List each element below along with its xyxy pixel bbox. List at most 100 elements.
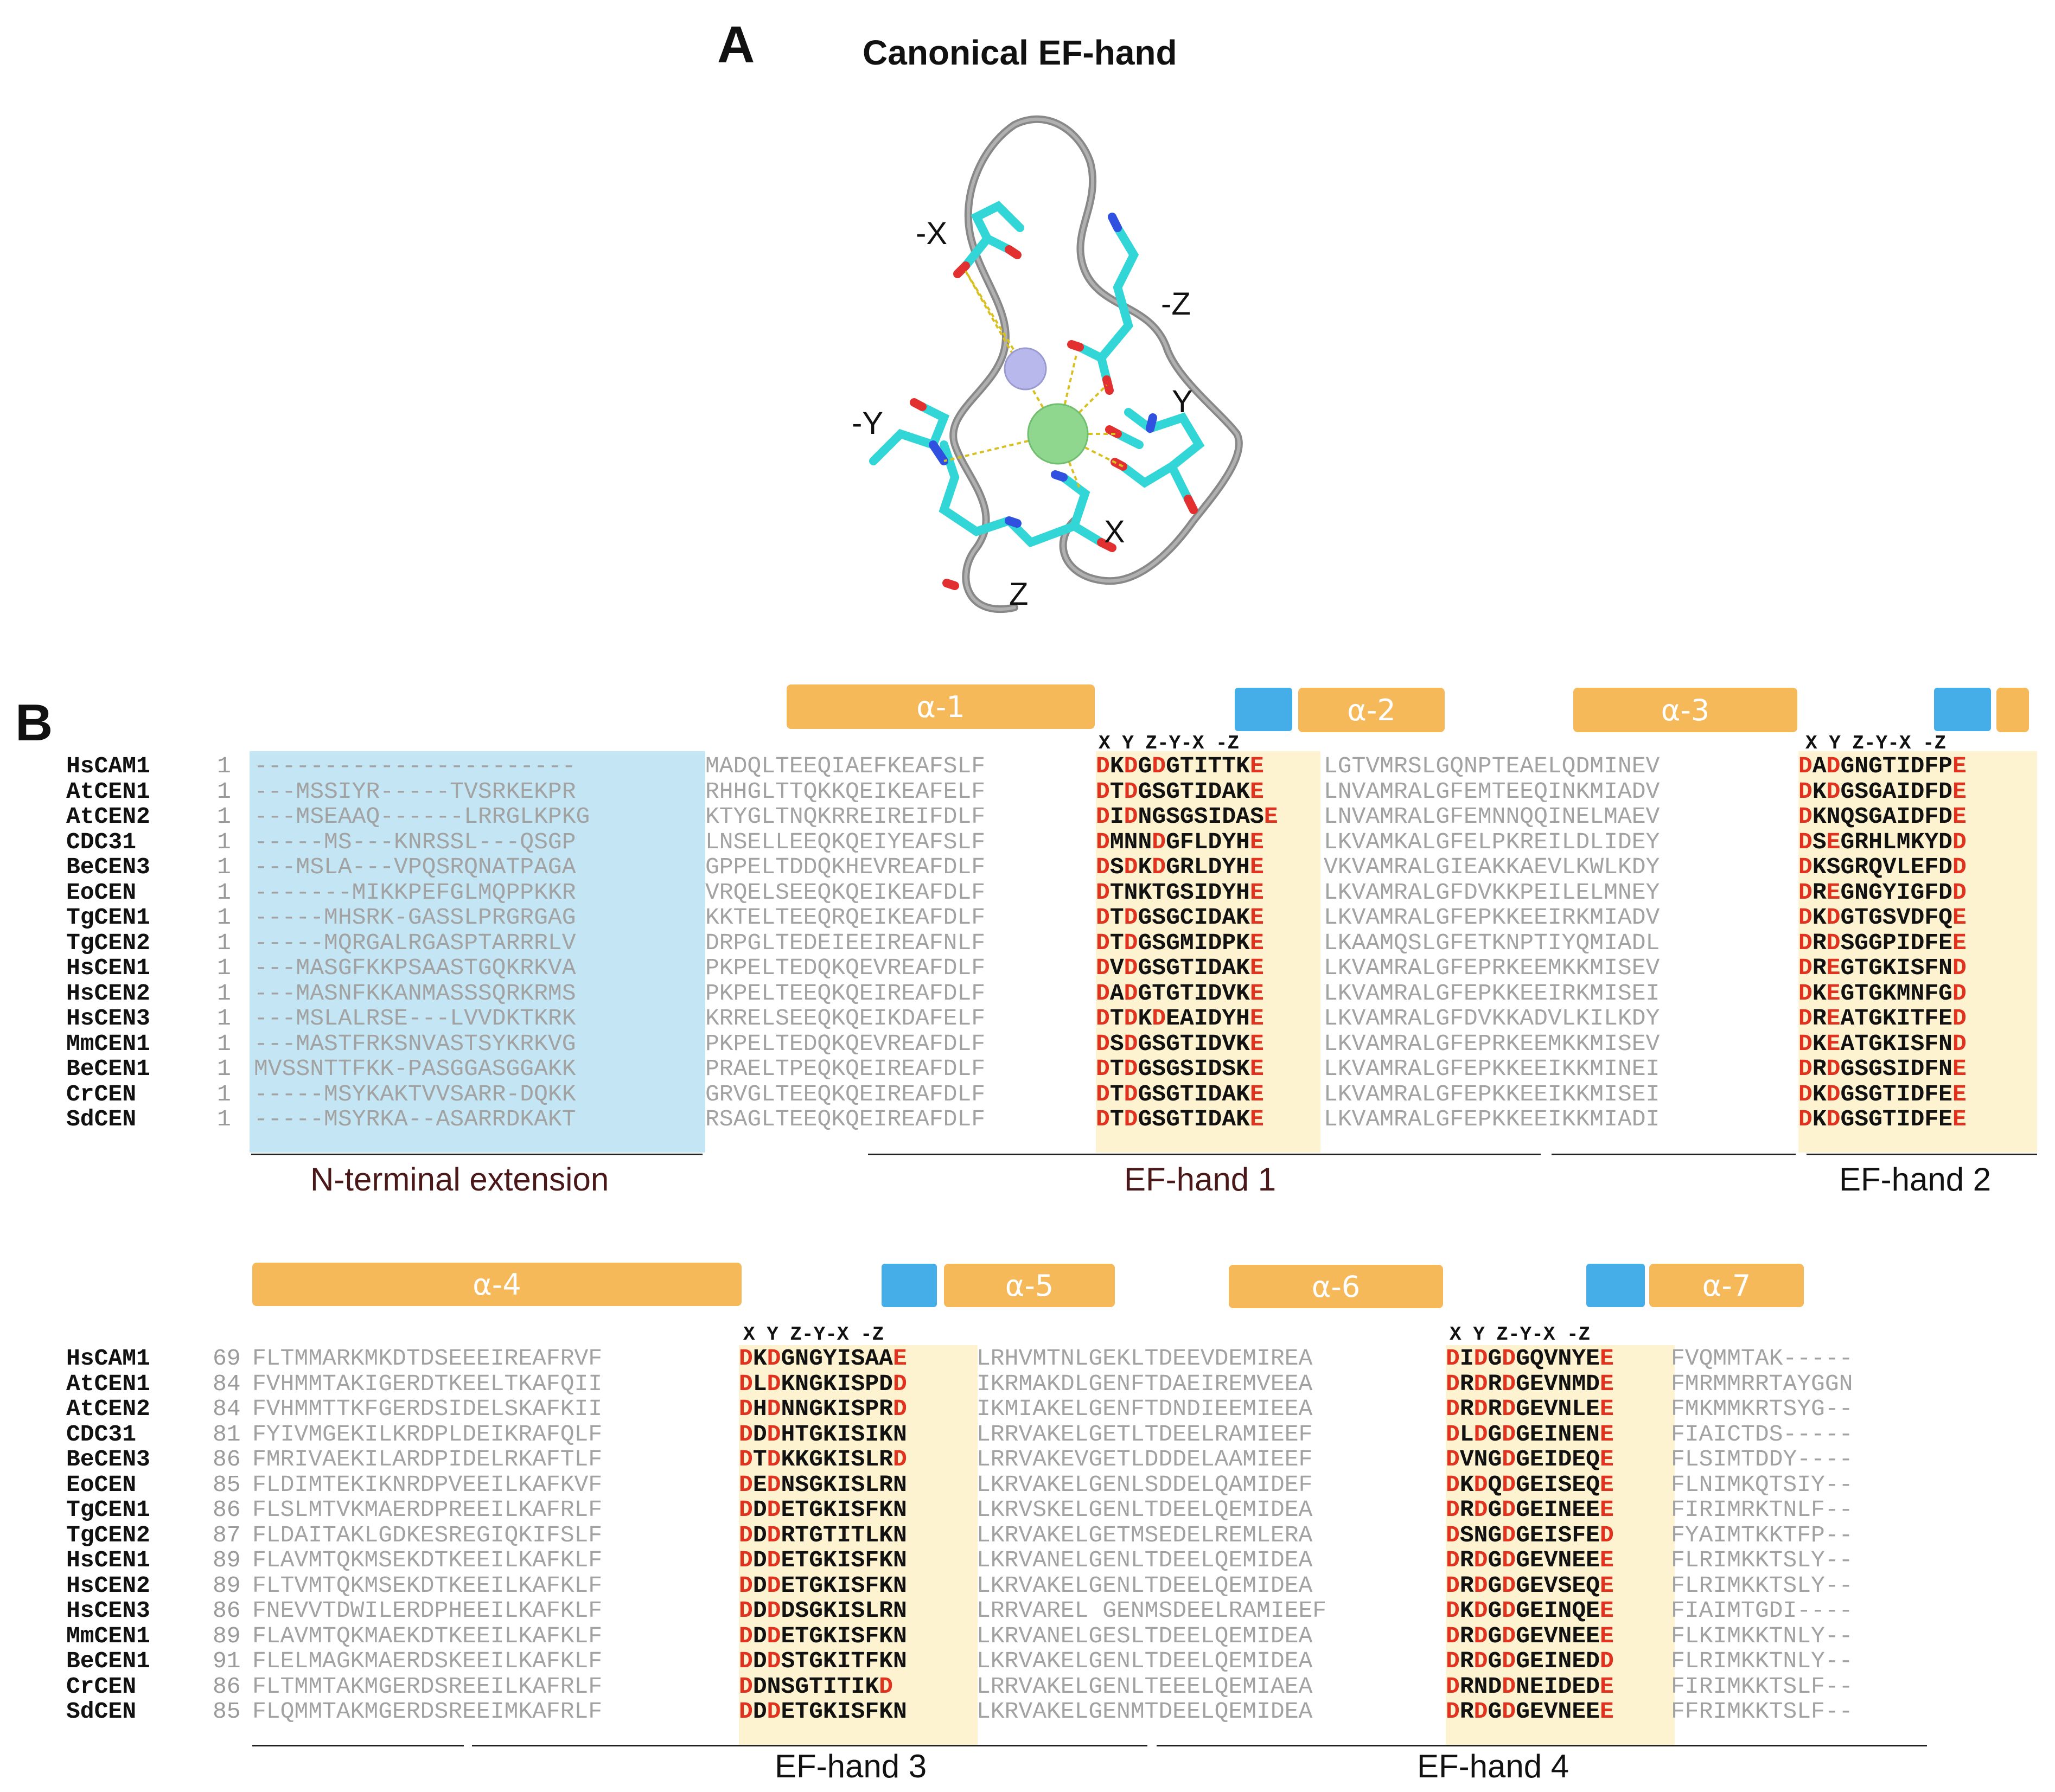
ef-hand-2-shade <box>1798 751 2037 1153</box>
alignment-row: GPPELTDDQKHEVREAFDLF <box>705 854 986 880</box>
ef-hand-1-shade <box>1096 751 1320 1153</box>
alignment-row: DTNKTGSIDYHE <box>1096 879 1264 906</box>
alignment-row: DRDGDGEVNEEE <box>1446 1622 1614 1649</box>
label-z: Z <box>1009 577 1028 612</box>
alignment-row: 87 <box>213 1521 241 1548</box>
alignment-row: KKTELTEEQRQEIKEAFDLF <box>705 904 986 931</box>
alignment-row: 1 <box>217 955 231 981</box>
alignment-row: DADGTGTIDVKE <box>1096 980 1264 1007</box>
helix-alpha-4-start <box>1996 688 2029 732</box>
alignment-row: 1 <box>217 879 231 906</box>
label-ef-hand-4: EF-hand 4 <box>1417 1748 1569 1784</box>
alignment-row: FYIVMGEKILKRDPLDEIKRAFQLF <box>252 1420 603 1448</box>
alignment-row: DVNGDGEIDEQE <box>1446 1446 1614 1473</box>
alignment-row: DTDKKGKISLRD <box>739 1446 907 1473</box>
alignment-row: DDDETGKISFKN <box>739 1496 907 1523</box>
alignment-row: 85 <box>213 1471 241 1498</box>
alignment-row: DRDRDGEVNMDE <box>1446 1370 1614 1397</box>
helix-alpha-4: α-4 <box>252 1263 742 1306</box>
label-ef-hand-2: EF-hand 2 <box>1839 1161 1992 1198</box>
alignment-row: DRDGDGEINEEE <box>1446 1496 1614 1523</box>
alignment-row: TgCEN1 <box>66 1496 150 1523</box>
label-ef-hand-3: EF-hand 3 <box>775 1748 927 1784</box>
alignment-row: -----MSYKAKTVVSARR-DQKK <box>254 1080 576 1108</box>
alignment-row: HsCEN3 <box>66 1005 150 1032</box>
alignment-row: ---MSLALRSE---LVVDKTKRK <box>254 1005 576 1032</box>
alignment-row: -------MIKKPEFGLMQPPKKR <box>254 879 576 906</box>
alignment-row: 86 <box>213 1597 241 1624</box>
alignment-row: IKMIAKELGENFTDNDIEEMIEEA <box>977 1396 1313 1422</box>
alignment-row: PRAELTPEQKQEIREAFDLF <box>705 1055 986 1082</box>
alignment-row: FIRIMKKTSLF-- <box>1671 1673 1853 1700</box>
alignment-row: DKEATGKISFND <box>1798 1030 1967 1057</box>
alignment-row: FMRIVAEKILARDPIDELRKAFTLF <box>252 1446 603 1473</box>
alignment-row: DREGTGKISFND <box>1798 955 1967 981</box>
alignment-row: FNEVVTDWILERDPHEEILKAFKLF <box>252 1597 603 1624</box>
alignment-row: LKVAMRALGFEPRKEEMKKMISEV <box>1324 1030 1660 1057</box>
alignment-row: KRRELSEEQKQEIKDAFELF <box>705 1005 986 1032</box>
alignment-row: DTDGSGCIDAKE <box>1096 904 1264 931</box>
alignment-row: DREATGKITFED <box>1798 1005 1967 1032</box>
alignment-row: DIDGDGQVNYEE <box>1446 1345 1614 1372</box>
alignment-row: DDDETGKISFKN <box>739 1622 907 1649</box>
coordination-marks-ef2: X Y Z-Y-X -Z <box>1805 732 1946 754</box>
alignment-row: CrCEN <box>66 1080 137 1108</box>
alignment-row: LKRVAKELGENLTDEELQEMIDEA <box>977 1572 1313 1599</box>
alignment-row: LKRVAKELGENLTDEELQEMIDEA <box>977 1648 1313 1674</box>
alignment-row: SdCEN <box>66 1106 137 1132</box>
alignment-row: 84 <box>213 1396 241 1422</box>
alignment-row: BeCEN1 <box>66 1055 150 1082</box>
label-y: Y <box>1172 384 1193 419</box>
alignment-row: FLAVMTQKMAEKDTKEEILKAFKLF <box>252 1622 603 1649</box>
alignment-row: DDDETGKISFKN <box>739 1547 907 1573</box>
alignment-row: -----MSYRKA--ASARRDKAKT <box>254 1106 576 1132</box>
alignment-row: AtCEN2 <box>66 1396 150 1422</box>
purple-ion <box>1004 347 1047 391</box>
alignment-row: LKRVAKELGENMTDEELQEMIDEA <box>977 1698 1313 1725</box>
panel-a-title: Canonical EF-hand <box>863 33 1177 72</box>
alignment-row: CrCEN <box>66 1673 137 1700</box>
alignment-row: FIAIMTGDI---- <box>1671 1597 1853 1624</box>
alignment-row: 91 <box>213 1648 241 1674</box>
alignment-row: 1 <box>217 1030 231 1057</box>
alignment-row: DRDGDGEVNEEE <box>1446 1547 1614 1573</box>
alignment-row: FFRIMKKTSLF-- <box>1671 1698 1853 1725</box>
alignment-row: 1 <box>217 904 231 931</box>
alignment-row: FLDAITAKLGDKESREGIQKIFSLF <box>252 1521 603 1548</box>
alignment-row: HsCEN1 <box>66 955 150 981</box>
alignment-row: DSDKDGRLDYHE <box>1096 854 1264 880</box>
alignment-row: 1 <box>217 1055 231 1082</box>
green-calcium-ion <box>1027 403 1089 465</box>
alignment-row: LKRVSKELGENLTDEELQEMIDEA <box>977 1496 1313 1523</box>
alignment-row: TgCEN2 <box>66 929 150 956</box>
alignment-row: FLSLMTVKMAERDPREEILKAFRLF <box>252 1496 603 1523</box>
panel-b-letter: B <box>15 694 53 752</box>
alignment-row: LKVAMRALGFEPRKEEMKKMISEV <box>1324 955 1660 981</box>
alignment-row: LKRVANELGENLTDEELQEMIDEA <box>977 1547 1313 1573</box>
label-minus-z: -Z <box>1161 286 1191 322</box>
alignment-row: BeCEN3 <box>66 854 150 880</box>
alignment-row: DLDGDGEINENE <box>1446 1420 1614 1448</box>
alignment-row: DTDGSGTIDAKE <box>1096 778 1264 805</box>
alignment-row: DTDKDEAIDYHE <box>1096 1005 1264 1032</box>
label-ef-hand-1: EF-hand 1 <box>1124 1161 1277 1198</box>
alignment-row: 69 <box>213 1345 241 1372</box>
alignment-row: IKRMAKDLGENFTDAEIREMVEEA <box>977 1370 1313 1397</box>
helix-alpha-3: α-3 <box>1573 688 1797 732</box>
alignment-row: LKRVANELGESLTDEELQEMIDEA <box>977 1622 1313 1649</box>
alignment-row: HsCEN3 <box>66 1597 150 1624</box>
alignment-row: RHHGLTTQKKQEIKEAFELF <box>705 778 986 805</box>
alignment-row: DSNGDGEISFED <box>1446 1521 1614 1548</box>
alignment-row: FLRIMKKTSLY-- <box>1671 1547 1853 1573</box>
alignment-row: LKVAMRALGFEPKKEEIKKMIADI <box>1324 1106 1660 1132</box>
alignment-row: ---MASGFKKPSAASTGQKRKVA <box>254 955 576 981</box>
alignment-row: 89 <box>213 1547 241 1573</box>
coordination-marks-ef4: X Y Z-Y-X -Z <box>1450 1323 1591 1346</box>
